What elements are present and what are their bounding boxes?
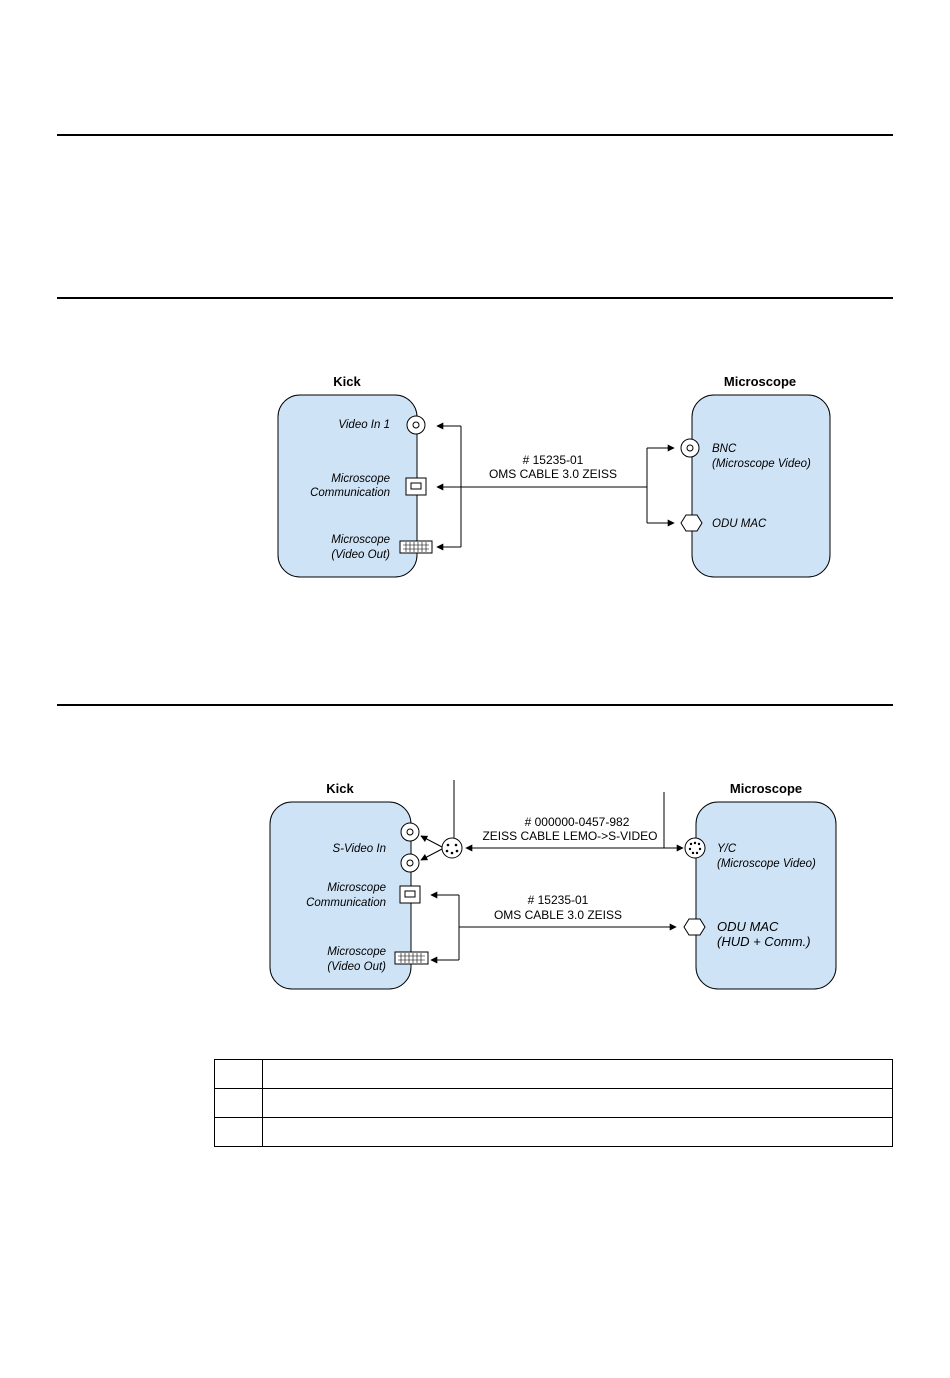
table-row [214,1059,893,1089]
hud-comm-label: (HUD + Comm.) [717,934,811,949]
legend-table [214,1059,893,1147]
microscope-box [695,801,837,990]
microscope-title: Microscope [730,781,802,796]
dvi-connector-icon [394,951,429,965]
table-cell [214,1117,263,1147]
microscope-video-out-label-2: (Video Out) [331,549,390,561]
odu-mac-connector-icon [683,918,706,936]
horizontal-rule-2 [57,297,893,299]
microscope-video-label: (Microscope Video) [712,458,811,470]
microscope-video-out-label-1: Microscope [327,946,386,958]
microscope-comm-label-2: Communication [310,487,390,499]
s-video-connector-icon [441,837,463,859]
microscope-title: Microscope [724,374,796,389]
diagram-2: Kick Microscope S-Video In Microscope Co… [269,780,837,990]
video-in-1-label: Video In 1 [338,419,390,431]
table-row [214,1088,893,1118]
kick-title: Kick [333,374,361,389]
cable-1-number-label: # 000000-0457-982 [525,815,630,829]
kick-title: Kick [326,781,354,796]
s-video-in-label: S-Video In [333,843,387,855]
y-c-connector-icon [684,837,706,859]
y-c-label: Y/C [717,843,737,855]
microscope-comm-label-1: Microscope [327,882,386,894]
microscope-box [691,394,831,578]
bnc-connector-icon [400,853,420,873]
cable-name-label: OMS CABLE 3.0 ZEISS [489,467,617,481]
bnc-connector-icon [680,438,700,458]
table-cell [262,1059,893,1089]
bnc-label: BNC [712,443,737,455]
bnc-connector-icon [400,822,420,842]
usb-connector-icon [405,477,427,496]
microscope-comm-label-2: Communication [306,897,386,909]
cable-1-name-label: ZEISS CABLE LEMO->S-VIDEO [482,829,657,843]
usb-connector-icon [399,885,421,904]
microscope-video-out-label-1: Microscope [331,534,390,546]
microscope-comm-label-1: Microscope [331,473,390,485]
microscope-video-out-label-2: (Video Out) [327,961,386,973]
cable-2-name-label: OMS CABLE 3.0 ZEISS [494,908,622,922]
diagram-1: Kick Microscope Video In 1 Microscope Co… [277,374,831,578]
table-cell [262,1088,893,1118]
table-row [214,1117,893,1147]
cable-2-number-label: # 15235-01 [528,893,589,907]
cable-number-label: # 15235-01 [523,453,584,467]
odu-mac-label: ODU MAC [712,518,767,530]
horizontal-rule-3 [57,704,893,706]
horizontal-rule-1 [57,134,893,136]
dvi-connector-icon [399,540,433,554]
odu-mac-label: ODU MAC [717,919,779,934]
table-cell [262,1117,893,1147]
table-cell [214,1059,263,1089]
table-cell [214,1088,263,1118]
microscope-video-label: (Microscope Video) [717,858,816,870]
bnc-connector-icon [406,415,426,435]
odu-mac-connector-icon [680,514,703,532]
